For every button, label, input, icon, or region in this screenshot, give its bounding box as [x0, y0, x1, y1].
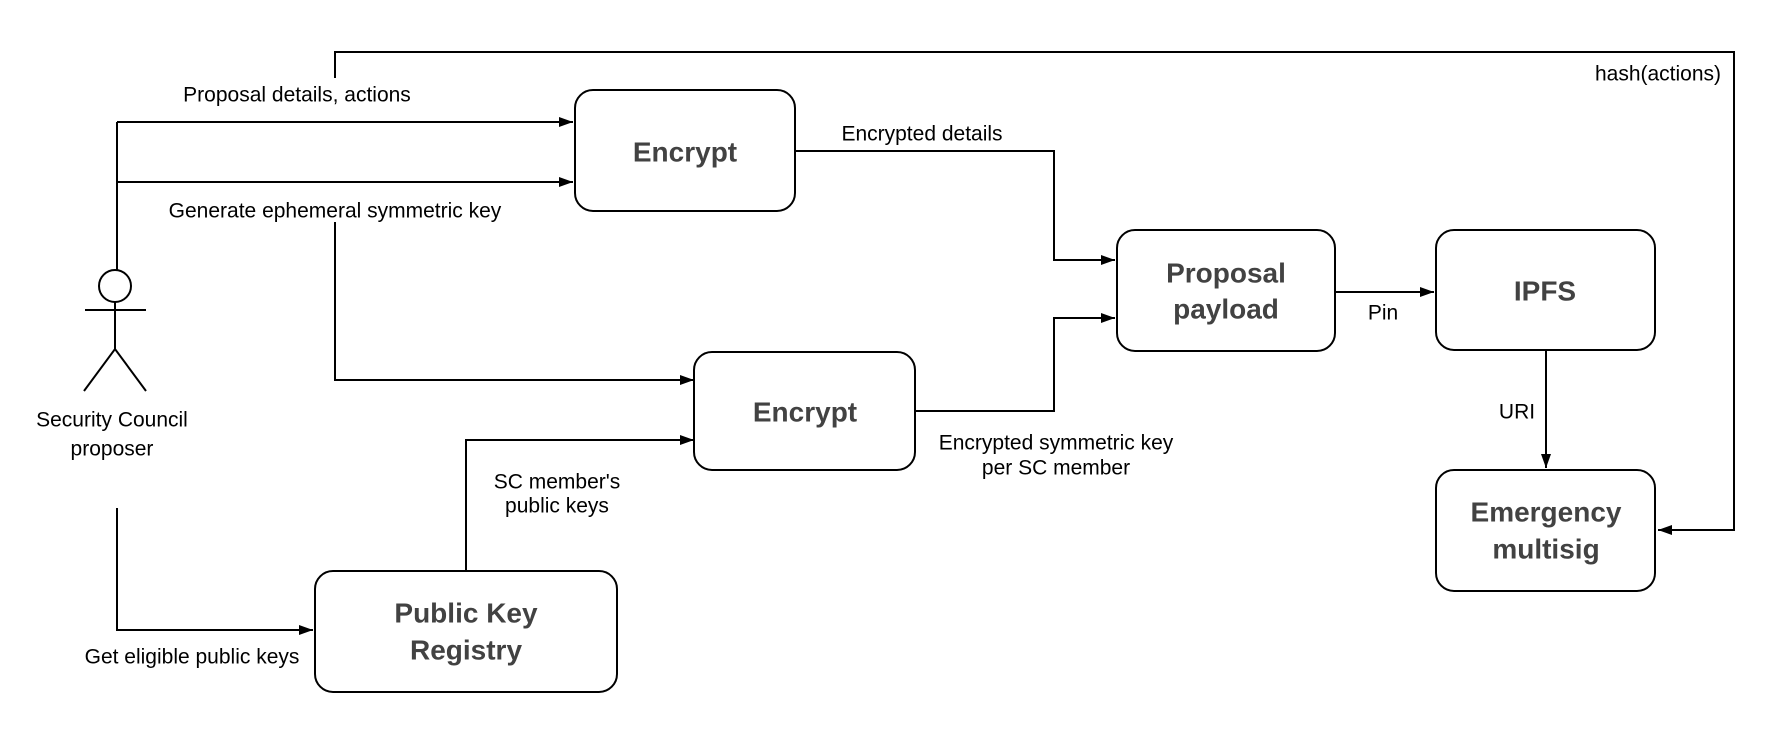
edge-get-eligible-keys-to-registry	[116, 508, 313, 635]
edge-hash-actions	[334, 51, 1735, 535]
node-encrypt-top-label: Encrypt	[633, 137, 737, 168]
node-ipfs: IPFS	[1435, 229, 1656, 351]
edge-label-uri: URI	[1499, 401, 1535, 424]
actor-legs	[83, 347, 147, 392]
actor-security-council-proposer: Security Council proposer	[36, 122, 188, 461]
edge-encrypted-sym-key-to-payload	[915, 313, 1115, 412]
edge-label-hash-actions: hash(actions)	[1595, 63, 1721, 86]
node-proposal-payload-label-line2: payload	[1173, 294, 1279, 325]
actor-head	[98, 269, 132, 303]
edge-label-sc-member-keys-line1: SC member's	[494, 471, 621, 494]
node-emergency-multisig: Emergency multisig	[1435, 469, 1656, 592]
actor-label-line1: Security Council	[36, 409, 188, 432]
edge-encrypted-details-to-payload	[795, 150, 1115, 265]
node-proposal-payload: Proposal payload	[1116, 229, 1336, 352]
edge-label-encrypted-sym-key-line2: per SC member	[982, 457, 1130, 480]
node-public-key-registry-label-line2: Registry	[410, 635, 522, 666]
node-public-key-registry-label-line1: Public Key	[394, 598, 538, 629]
node-ipfs-label: IPFS	[1514, 276, 1576, 307]
edge-label-encrypted-sym-key-line1: Encrypted symmetric key	[939, 432, 1174, 455]
edge-label-sc-member-keys-line2: public keys	[505, 495, 609, 518]
edge-label-pin: Pin	[1368, 302, 1398, 325]
node-emergency-multisig-label-line2: multisig	[1492, 534, 1599, 565]
edge-label-generate-key: Generate ephemeral symmetric key	[169, 200, 502, 223]
edge-sc-member-keys-to-encrypt-middle	[465, 435, 694, 571]
node-emergency-multisig-label-line1: Emergency	[1471, 497, 1622, 528]
actor-label-line2: proposer	[71, 438, 154, 461]
edge-label-encrypted-details: Encrypted details	[841, 123, 1002, 146]
edge-label-get-eligible-keys: Get eligible public keys	[85, 646, 300, 669]
node-encrypt-top: Encrypt	[574, 89, 796, 212]
node-encrypt-middle-label: Encrypt	[753, 397, 857, 428]
edge-label-proposal-details: Proposal details, actions	[183, 84, 411, 107]
node-public-key-registry: Public Key Registry	[314, 570, 618, 693]
node-encrypt-middle: Encrypt	[693, 351, 916, 471]
edge-generate-key-to-encrypt-middle	[334, 222, 694, 385]
node-proposal-payload-label-line1: Proposal	[1166, 258, 1286, 289]
